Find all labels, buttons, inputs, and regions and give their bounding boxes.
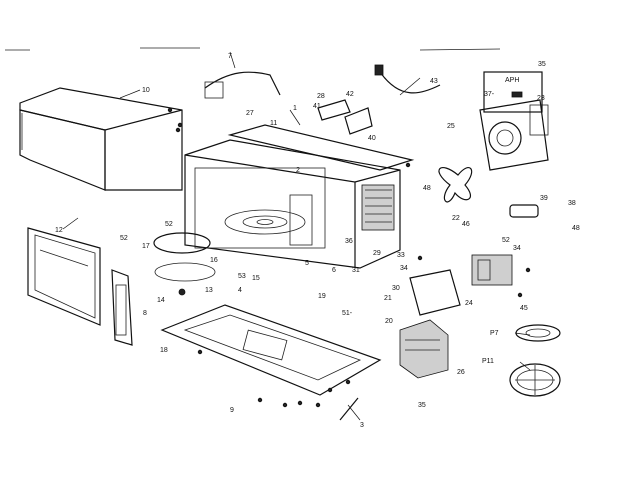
callout-7: 7 [228, 53, 232, 60]
callout-13: 13 [205, 287, 213, 294]
power-cord [374, 64, 441, 94]
callout-28: 28 [317, 93, 325, 100]
callout-3: 3 [360, 422, 364, 429]
callout-34a: 34 [513, 245, 521, 252]
callout-52c: 52 [502, 237, 510, 244]
leader-lines [62, 51, 531, 421]
callout-39: 39 [540, 195, 548, 202]
aph-box: APH [483, 71, 543, 113]
accessory-parts [509, 324, 561, 397]
callout-31: 31 [352, 267, 360, 274]
fan-blade [438, 167, 473, 203]
callout-10: 10 [142, 87, 150, 94]
turntable-parts [153, 232, 216, 296]
callout-1: 1 [293, 105, 297, 112]
callout-33: 33 [397, 252, 405, 259]
callout-53: 53 [238, 273, 246, 280]
callout-25: 25 [447, 123, 455, 130]
callout-4: 4 [238, 287, 242, 294]
support-rod [339, 397, 359, 421]
callout-27: 27 [246, 110, 254, 117]
callout-p7: P7 [490, 330, 499, 337]
callout-labels: 7 10 27 11 1 28 41 42 40 43 35 37- 23 25… [55, 53, 580, 429]
callout-6: 6 [332, 267, 336, 274]
scan-noise [5, 47, 501, 51]
callout-34b: 34 [400, 265, 408, 272]
door-assembly [27, 227, 101, 326]
callout-26: 26 [457, 369, 465, 376]
callout-8: 8 [143, 310, 147, 317]
callout-16: 16 [210, 257, 218, 264]
callout-48a: 48 [423, 185, 431, 192]
callout-43: 43 [430, 78, 438, 85]
outer-cabinet [19, 87, 183, 191]
callout-48b: 48 [572, 225, 580, 232]
control-panel [111, 269, 133, 346]
callout-15: 15 [252, 275, 260, 282]
callout-19: 19 [318, 293, 326, 300]
callout-52a: 52 [165, 221, 173, 228]
magnetron [409, 269, 461, 316]
callout-40: 40 [368, 135, 376, 142]
callout-14: 14 [157, 297, 165, 304]
callout-9: 9 [230, 407, 234, 414]
callout-5: 5 [305, 260, 309, 267]
callout-35: 35 [538, 61, 546, 68]
aph-label: APH [505, 77, 519, 84]
callout-36: 36 [345, 238, 353, 245]
callout-20: 20 [385, 318, 393, 325]
callout-46a: 46 [462, 221, 470, 228]
callout-18: 18 [160, 347, 168, 354]
callout-30: 30 [392, 285, 400, 292]
capacitor [509, 204, 539, 218]
callout-37: 37- [484, 91, 495, 98]
callout-35b: 35 [418, 402, 426, 409]
callout-29: 29 [373, 250, 381, 257]
transformer [399, 319, 449, 379]
callout-12: 12 [55, 227, 63, 234]
callout-22: 22 [452, 215, 460, 222]
callout-45: 45 [520, 305, 528, 312]
top-plate [227, 124, 415, 171]
callout-41: 41 [313, 103, 321, 110]
relay-block [471, 254, 513, 286]
callout-11: 11 [270, 120, 277, 127]
wiring-harness [204, 71, 281, 99]
callout-24: 24 [465, 300, 473, 307]
base-plate [160, 304, 382, 396]
screws [167, 107, 531, 408]
callout-21: 21 [384, 295, 392, 302]
callout-51: 51- [342, 310, 353, 317]
callout-38: 38 [568, 200, 576, 207]
callout-42: 42 [346, 91, 354, 98]
callout-23: 23 [537, 95, 545, 102]
fan-motor [479, 99, 549, 171]
callout-p11: P11 [482, 358, 494, 365]
callout-52b: 52 [120, 235, 128, 242]
callout-17: 17 [142, 243, 150, 250]
callout-2: 2 [296, 167, 300, 174]
top-brackets [317, 99, 373, 135]
oven-cavity [184, 139, 401, 269]
